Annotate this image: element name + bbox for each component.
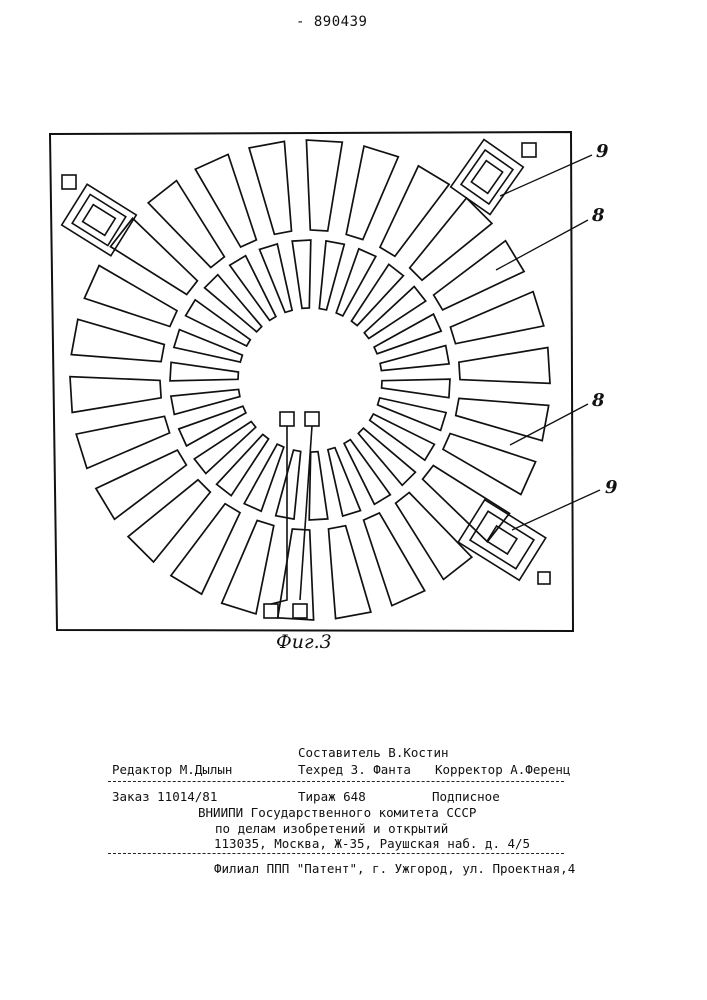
figure-3-drawing: [0, 0, 707, 700]
sensor-frame-inner: [471, 161, 502, 194]
pad-center-left: [280, 412, 294, 426]
imprint-circulation: Тираж 648: [298, 789, 366, 804]
pad-top-left: [62, 175, 76, 189]
outer-segment: [278, 529, 314, 620]
radial-segments: [70, 140, 550, 620]
imprint-corrector: Корректор А.Ференц: [435, 762, 570, 777]
pad-top-right: [522, 143, 536, 157]
pad-bottom-left: [264, 604, 278, 618]
callout-8-upper: 8: [592, 205, 605, 226]
figure-caption: Фиг.3: [276, 631, 332, 653]
inner-segment: [292, 240, 311, 308]
pad-bottom-right: [538, 572, 550, 584]
imprint-org-line2: по делам изобретений и открытий: [215, 821, 448, 836]
inner-segment: [309, 452, 328, 520]
leader-8-upper: [496, 220, 588, 270]
callout-9-top: 9: [596, 141, 609, 162]
callout-9-bottom: 9: [605, 477, 618, 498]
outer-segment: [306, 140, 342, 231]
imprint-compiler: Составитель В.Костин: [298, 745, 449, 760]
sensor-frame-middle: [461, 150, 513, 204]
callout-8-lower: 8: [592, 390, 605, 411]
outer-segment: [456, 398, 549, 440]
inner-segment: [382, 379, 450, 398]
sensor-frame-inner: [83, 205, 116, 236]
imprint-address: 113035, Москва, Ж-35, Раушская наб. д. 4…: [214, 836, 530, 851]
imprint-techred: Техред З. Фанта: [298, 762, 411, 777]
outer-segment: [249, 141, 291, 234]
imprint-editor: Редактор М.Дылын: [112, 762, 232, 777]
imprint-subscription: Подписное: [432, 789, 500, 804]
imprint-branch: Филиал ППП "Патент", г. Ужгород, ул. Про…: [214, 861, 575, 876]
imprint-org-line1: ВНИИПИ Государственного комитета СССР: [198, 805, 476, 820]
leader-9-bottom: [512, 490, 600, 530]
outer-segment: [70, 377, 161, 413]
imprint-order: Заказ 11014/81: [112, 789, 217, 804]
separator-dashed-top: [108, 781, 564, 782]
inner-segment: [170, 362, 238, 381]
pad-center-right: [305, 412, 319, 426]
separator-dashed-bottom: [108, 853, 564, 854]
outer-segment: [459, 348, 550, 384]
outer-segment: [71, 319, 164, 361]
outer-segment: [329, 526, 371, 619]
